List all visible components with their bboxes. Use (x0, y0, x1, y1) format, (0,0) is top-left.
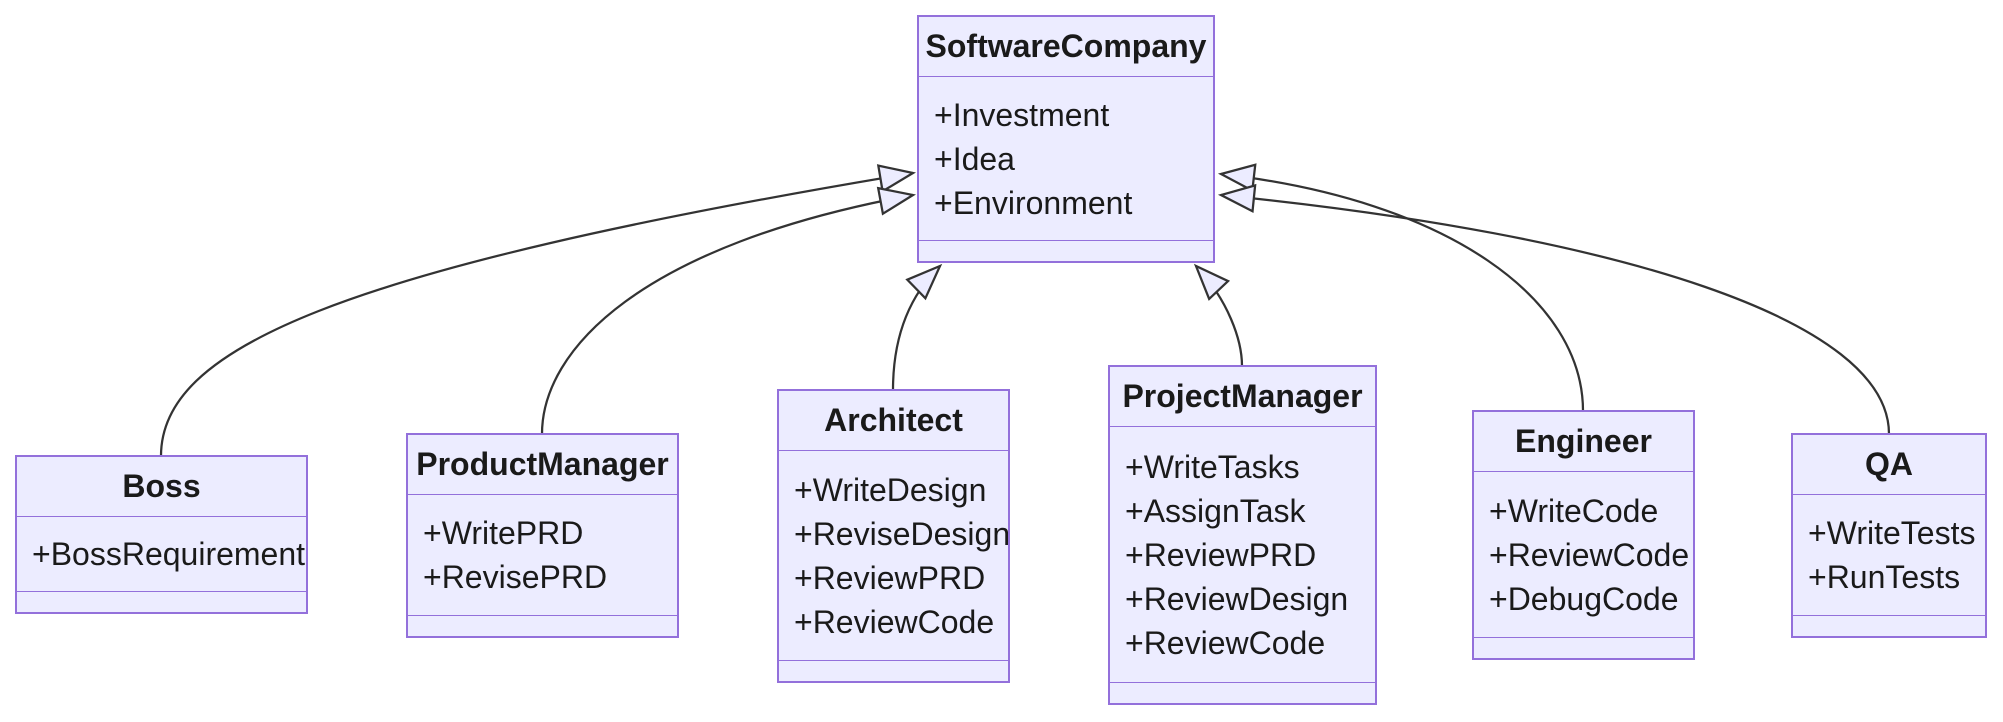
class-title: Architect (779, 391, 1008, 451)
class-attribute: +BossRequirement (32, 536, 306, 572)
class-node-productmanager: ProductManager +WritePRD +RevisePRD (406, 433, 679, 638)
class-attributes: +WriteTests +RunTests (1793, 495, 1985, 615)
class-methods-empty (17, 591, 306, 612)
class-attribute: +RunTests (1808, 559, 1961, 595)
class-title: QA (1793, 435, 1985, 495)
class-node-boss: Boss +BossRequirement (15, 455, 308, 614)
class-attribute: +Investment (934, 96, 1110, 133)
class-attribute: +Environment (934, 184, 1133, 221)
class-attributes: +WritePRD +RevisePRD (408, 495, 677, 615)
class-attribute: +WriteTests (1808, 515, 1976, 551)
class-title: ProjectManager (1110, 367, 1375, 427)
class-title: Boss (17, 457, 306, 517)
class-node-architect: Architect +WriteDesign +ReviseDesign +Re… (777, 389, 1010, 683)
edge-engineer-to-softwarecompany (1217, 163, 1585, 412)
class-attribute: +ReviewCode (1125, 624, 1326, 661)
class-attribute: +ReviewCode (794, 603, 995, 640)
edge-productmanager-to-softwarecompany (540, 186, 917, 435)
class-attribute: +RevisePRD (423, 559, 608, 595)
class-title: SoftwareCompany (919, 17, 1213, 77)
class-attribute: +ReviseDesign (794, 515, 1008, 552)
class-node-engineer: Engineer +WriteCode +ReviewCode +DebugCo… (1472, 410, 1695, 660)
class-methods-empty (1793, 615, 1985, 636)
edge-projectmanager-to-softwarecompany (1193, 263, 1244, 367)
class-attribute: +ReviewPRD (794, 559, 986, 596)
class-title: ProductManager (408, 435, 677, 495)
class-attribute: +WriteTasks (1125, 448, 1300, 485)
class-methods-empty (1474, 637, 1693, 658)
class-node-projectmanager: ProjectManager +WriteTasks +AssignTask +… (1108, 365, 1377, 705)
class-attribute: +WriteDesign (794, 471, 987, 508)
class-attribute: +WriteCode (1489, 492, 1659, 529)
class-node-softwarecompany: SoftwareCompany +Investment +Idea +Envir… (917, 15, 1215, 263)
class-methods-empty (779, 660, 1008, 681)
class-attribute: +Idea (934, 140, 1015, 177)
class-attributes: +WriteTasks +AssignTask +ReviewPRD +Revi… (1110, 427, 1375, 682)
class-attribute: +WritePRD (423, 515, 584, 551)
class-attribute: +DebugCode (1489, 580, 1679, 617)
class-methods-empty (408, 615, 677, 636)
edge-boss-to-softwarecompany (159, 164, 917, 457)
class-attributes: +WriteCode +ReviewCode +DebugCode (1474, 472, 1693, 637)
class-methods-empty (919, 240, 1213, 261)
class-node-qa: QA +WriteTests +RunTests (1791, 433, 1987, 638)
class-title: Engineer (1474, 412, 1693, 472)
class-attribute: +ReviewPRD (1125, 536, 1317, 573)
class-attributes: +BossRequirement (17, 517, 306, 591)
edge-qa-to-softwarecompany (1217, 183, 1891, 435)
class-attribute: +ReviewDesign (1125, 580, 1349, 617)
class-attributes: +Investment +Idea +Environment (919, 77, 1213, 240)
class-attribute: +AssignTask (1125, 492, 1306, 529)
edge-architect-to-softwarecompany (891, 263, 943, 391)
class-attribute: +ReviewCode (1489, 536, 1690, 573)
class-methods-empty (1110, 682, 1375, 703)
class-attributes: +WriteDesign +ReviseDesign +ReviewPRD +R… (779, 451, 1008, 660)
